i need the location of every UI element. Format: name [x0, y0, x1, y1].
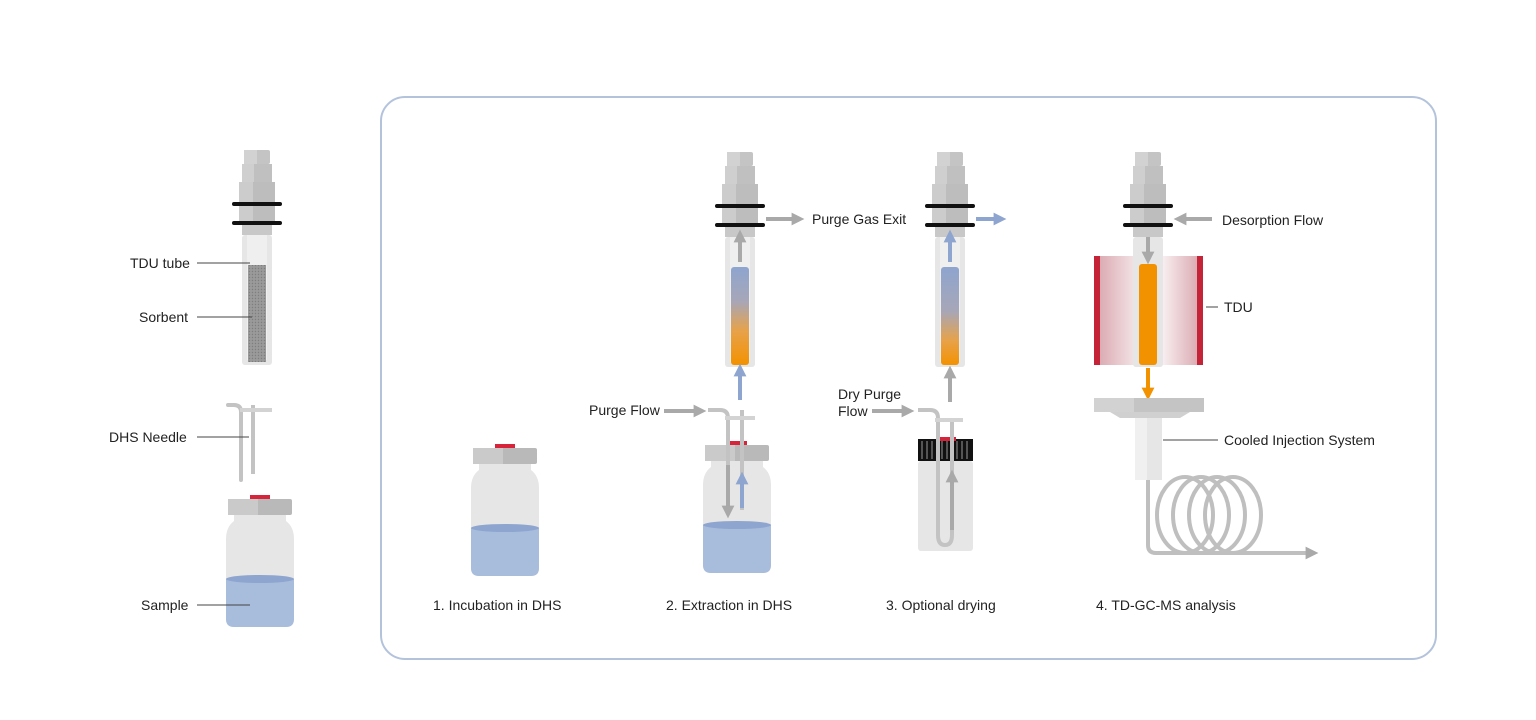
process-panel: [380, 96, 1437, 660]
label-sorbent: Sorbent: [139, 309, 189, 325]
label-desorption-flow: Desorption Flow: [1222, 212, 1324, 228]
label-tdu: TDU: [1224, 299, 1253, 315]
step2-tube: [715, 152, 765, 367]
step-1-label: 1. Incubation in DHS: [433, 597, 562, 613]
step2-needle-vial: [703, 441, 771, 573]
step2-sorbent: [731, 267, 749, 365]
legend-tdu-tube: [232, 150, 282, 365]
step3-drying-trap: [918, 420, 973, 551]
label-sample: Sample: [141, 597, 189, 613]
step4-gc-column: [1146, 475, 1300, 555]
step-3-label: 3. Optional drying: [886, 597, 996, 613]
step-2-label: 2. Extraction in DHS: [666, 597, 793, 613]
step1-vial: [471, 444, 539, 576]
step4-sorbent: [1139, 264, 1157, 365]
step4-tube: [1123, 152, 1173, 367]
step3-sorbent: [941, 267, 959, 365]
step3-tube: [925, 152, 975, 367]
legend-sample-vial: [226, 495, 294, 627]
step-4-label: 4. TD-GC-MS analysis: [1096, 597, 1236, 613]
label-dry-purge-flow: Dry Purge Flow: [838, 386, 902, 419]
label-purge-gas-exit: Purge Gas Exit: [812, 211, 907, 227]
label-tdu-tube: TDU tube: [130, 255, 190, 271]
step4-cooled-injection-system: [1094, 398, 1204, 480]
label-dhs-needle: DHS Needle: [109, 429, 187, 445]
legend-dhs-needle: [226, 403, 272, 482]
label-purge-flow: Purge Flow: [589, 402, 660, 418]
label-cooled-injection-system: Cooled Injection System: [1224, 432, 1375, 448]
legend-sorbent-bed: [248, 265, 266, 362]
